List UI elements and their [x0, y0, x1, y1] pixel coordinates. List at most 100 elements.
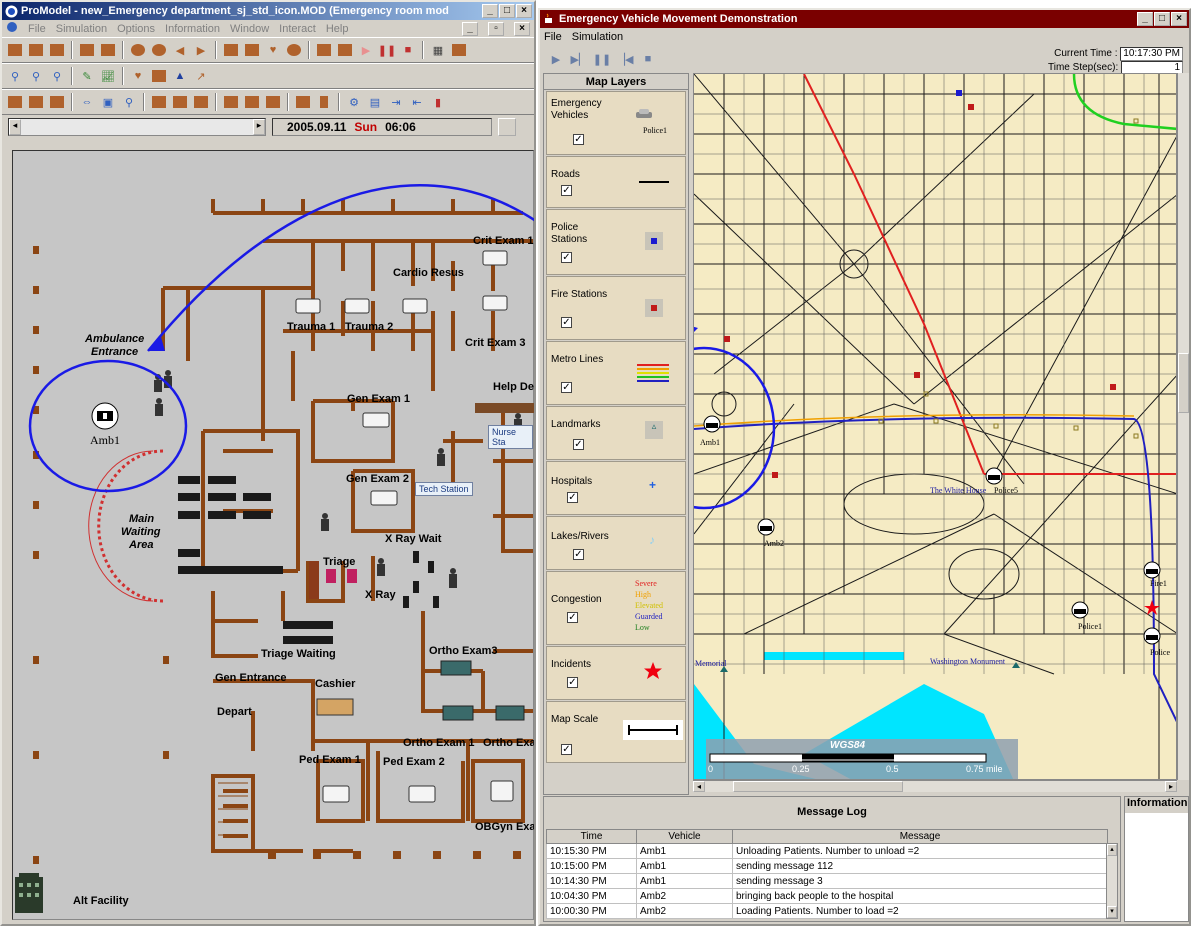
map-hscroll-left[interactable]: ◂ — [693, 781, 705, 792]
map-hscroll-right[interactable]: ▸ — [1165, 781, 1177, 792]
layer-checkbox-police-stations[interactable]: ✓ — [561, 252, 572, 263]
import-icon[interactable]: ⇤ — [412, 96, 422, 109]
shape-icon[interactable] — [150, 41, 168, 59]
circle-icon[interactable] — [285, 41, 303, 59]
build-icon[interactable] — [315, 41, 333, 59]
step-back-icon[interactable]: ▕◀ — [616, 53, 634, 66]
zoom-icon[interactable]: ⚲ — [52, 70, 62, 83]
build-icon[interactable] — [48, 93, 66, 111]
map-vscroll-thumb[interactable] — [1178, 353, 1189, 413]
layer-checkbox-landmarks[interactable]: ✓ — [573, 439, 584, 450]
layer-checkbox-map-scale[interactable]: ✓ — [561, 744, 572, 755]
build-icon[interactable] — [192, 93, 210, 111]
doc-minimize-button[interactable]: _ — [462, 21, 478, 36]
slider-left-arrow[interactable]: ◂ — [9, 119, 21, 135]
build-icon[interactable] — [150, 93, 168, 111]
build-icon[interactable] — [99, 41, 117, 59]
heart-icon[interactable]: ♥ — [134, 70, 142, 82]
stop-icon[interactable]: ■ — [404, 44, 412, 56]
log-scroll-up-icon[interactable]: ▴ — [1107, 844, 1117, 856]
evm-menu-file[interactable]: File — [544, 30, 562, 43]
build-icon[interactable] — [78, 41, 96, 59]
doc-close-button[interactable]: × — [514, 21, 530, 36]
menu-simulation[interactable]: Simulation — [55, 22, 108, 35]
menu-options[interactable]: Options — [117, 22, 156, 35]
build-icon[interactable] — [150, 67, 168, 85]
map-horizontal-scrollbar[interactable]: ◂ ▸ — [693, 780, 1177, 792]
menu-information[interactable]: Information — [165, 22, 221, 35]
build-icon[interactable] — [243, 41, 261, 59]
evm-titlebar[interactable]: Emergency Vehicle Movement Demonstration… — [540, 10, 1189, 28]
clock-toggle-button[interactable] — [498, 118, 516, 136]
layout-canvas[interactable]: Crit Exam 1 Cardio Resus Trauma 1 Trauma… — [12, 150, 534, 920]
edit-icon[interactable]: ✎ — [82, 70, 92, 83]
layer-checkbox-emergency-vehicles[interactable]: ✓ — [573, 134, 584, 145]
triangle-icon[interactable]: ▲ — [174, 70, 186, 82]
promodel-maximize-button[interactable]: □ — [499, 4, 515, 18]
magnifier-icon[interactable]: ⚲ — [124, 96, 134, 109]
build-icon[interactable] — [48, 41, 66, 59]
build-icon[interactable] — [294, 93, 312, 111]
menu-file[interactable]: File — [28, 22, 46, 35]
build-icon[interactable] — [27, 93, 45, 111]
exit-icon[interactable]: ▮ — [434, 96, 442, 109]
stop-icon[interactable]: ■ — [644, 53, 652, 65]
menu-window[interactable]: Window — [230, 22, 270, 35]
build-icon[interactable] — [243, 93, 261, 111]
layer-checkbox-fire-stations[interactable]: ✓ — [561, 317, 572, 328]
build-icon[interactable] — [264, 93, 282, 111]
evm-maximize-button[interactable]: □ — [1154, 12, 1170, 26]
link-icon[interactable]: ⇔ — [81, 96, 93, 108]
column-header-time[interactable]: Time — [546, 829, 637, 844]
menu-interact[interactable]: Interact — [279, 22, 316, 35]
build-icon[interactable] — [450, 41, 468, 59]
build-icon[interactable] — [222, 93, 240, 111]
build-icon[interactable] — [171, 93, 189, 111]
evm-menu-simulation[interactable]: Simulation — [571, 30, 624, 43]
layer-checkbox-hospitals[interactable]: ✓ — [567, 492, 578, 503]
play-icon[interactable]: ▶ — [361, 44, 371, 57]
evm-close-button[interactable]: × — [1171, 12, 1187, 26]
promodel-minimize-button[interactable]: _ — [482, 4, 498, 18]
arrow-right-icon[interactable]: ▶ — [196, 44, 206, 57]
map-hscroll-thumb[interactable] — [733, 781, 903, 792]
promodel-titlebar[interactable]: ProModel - new_Emergency department_sj_s… — [2, 2, 534, 20]
build-icon[interactable] — [6, 93, 24, 111]
zoom-icon[interactable]: ⚲ — [31, 70, 41, 83]
cursor-icon[interactable]: ↗ — [196, 70, 206, 83]
report-icon[interactable]: ▤ — [369, 96, 381, 109]
build-icon[interactable] — [27, 41, 45, 59]
layer-checkbox-incidents[interactable]: ✓ — [567, 677, 578, 688]
doc-restore-button[interactable]: ▫ — [488, 21, 504, 36]
promodel-close-button[interactable]: × — [516, 4, 532, 18]
column-header-vehicle[interactable]: Vehicle — [636, 829, 733, 844]
layer-checkbox-lakes-rivers[interactable]: ✓ — [573, 549, 584, 560]
grid-icon[interactable]: ▦ — [432, 44, 444, 57]
chart-icon[interactable]: 📈︎ — [101, 70, 115, 83]
pause-icon[interactable]: ❚❚ — [592, 53, 612, 66]
build-icon[interactable] — [315, 93, 333, 111]
build-icon[interactable] — [336, 41, 354, 59]
arrow-left-icon[interactable]: ◀ — [175, 44, 185, 57]
pause-icon[interactable]: ❚❚ — [377, 44, 397, 57]
export-icon[interactable]: ⇥ — [391, 96, 401, 109]
build-icon[interactable] — [222, 41, 240, 59]
step-forward-icon[interactable]: ▶▏ — [570, 53, 588, 66]
column-header-message[interactable]: Message — [732, 829, 1108, 844]
sim-speed-slider[interactable]: ◂ ▸ — [8, 118, 266, 136]
layer-checkbox-congestion[interactable]: ✓ — [567, 612, 578, 623]
zoom-icon[interactable]: ⚲ — [10, 70, 20, 83]
evm-minimize-button[interactable]: _ — [1137, 12, 1153, 26]
map-view[interactable]: Amb1 Amb2 The White House Police5 Police… — [693, 73, 1177, 780]
build-icon[interactable] — [6, 41, 24, 59]
heart-icon[interactable]: ♥ — [269, 44, 277, 56]
menu-help[interactable]: Help — [325, 22, 349, 35]
trace-icon[interactable]: ⚙ — [349, 96, 359, 109]
message-log-scrollbar[interactable]: ▴ ▾ — [1106, 843, 1118, 919]
play-icon[interactable]: ▶ — [551, 53, 561, 66]
